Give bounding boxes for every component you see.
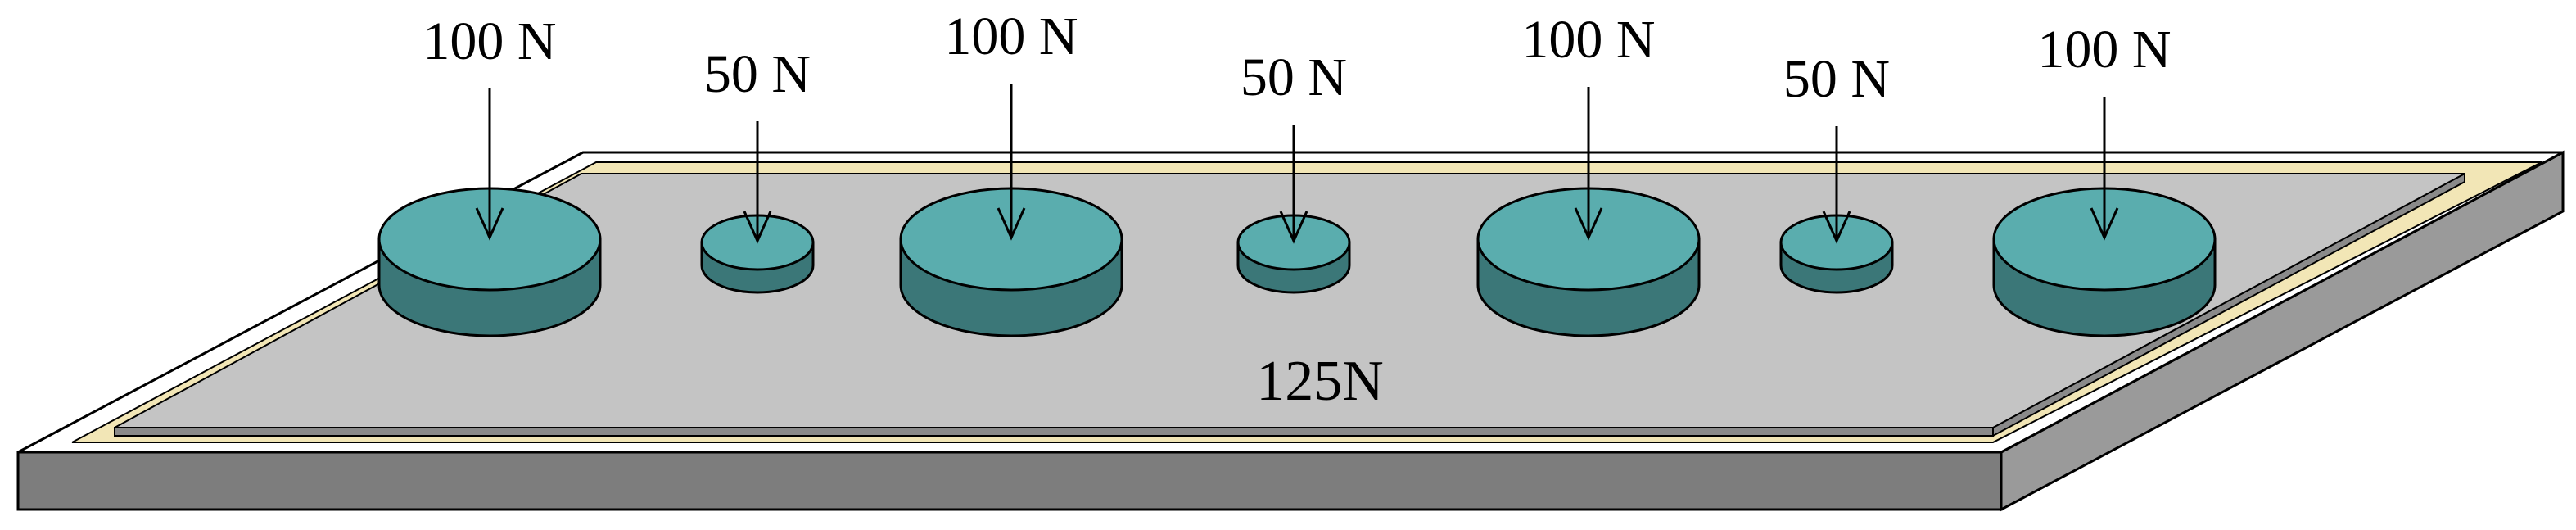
load-disc-6: 50 N xyxy=(1779,49,1894,294)
load-label: 100 N xyxy=(2037,20,2171,79)
force-arrow-head xyxy=(2090,207,2119,241)
force-arrow-head xyxy=(475,207,504,241)
plate-front-edge xyxy=(114,427,1994,437)
base-front-face xyxy=(16,451,2003,511)
force-arrow-head xyxy=(1279,211,1308,244)
load-disc-1: 100 N xyxy=(377,11,602,337)
force-arrow-head xyxy=(743,211,772,244)
load-disc-4: 50 N xyxy=(1236,48,1351,294)
load-label: 50 N xyxy=(1783,49,1890,109)
loads-group: 100 N 50 N 100 N 50 N 100 N 50 N 100 N xyxy=(377,7,2217,337)
force-arrow-head xyxy=(997,207,1026,241)
load-label: 100 N xyxy=(1521,10,1655,70)
load-label: 50 N xyxy=(1241,48,1347,107)
load-label: 50 N xyxy=(704,44,811,104)
load-label: 100 N xyxy=(423,11,556,71)
load-disc-7: 100 N xyxy=(1992,20,2217,337)
load-disc-5: 100 N xyxy=(1476,10,1701,337)
force-arrow-head xyxy=(1822,211,1851,244)
plate-load-label: 125N xyxy=(1256,350,1384,413)
load-disc-2: 50 N xyxy=(700,44,815,294)
load-disc-3: 100 N xyxy=(899,7,1123,337)
load-label: 100 N xyxy=(944,7,1078,66)
force-arrow-head xyxy=(1574,207,1603,241)
